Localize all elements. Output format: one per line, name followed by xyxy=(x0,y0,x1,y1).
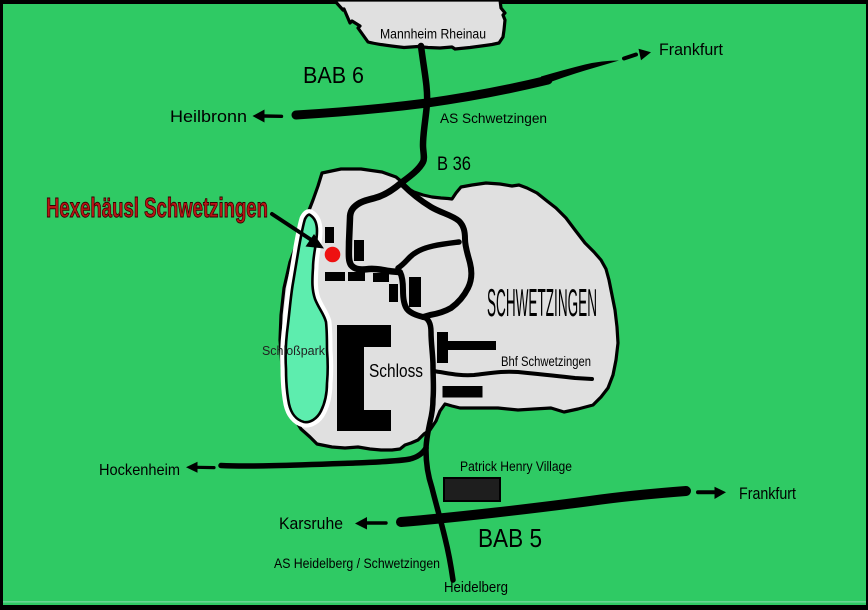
svg-text:BAB 6: BAB 6 xyxy=(303,62,364,88)
svg-text:Frankfurt: Frankfurt xyxy=(739,485,796,503)
svg-text:Karsruhe: Karsruhe xyxy=(279,515,343,533)
svg-text:SCHWETZINGEN: SCHWETZINGEN xyxy=(487,282,597,325)
svg-text:Mannheim Rheinau: Mannheim Rheinau xyxy=(380,26,486,42)
svg-text:Schloss: Schloss xyxy=(369,360,423,381)
svg-text:Patrick Henry Village: Patrick Henry Village xyxy=(460,459,572,474)
svg-text:Bhf Schwetzingen: Bhf Schwetzingen xyxy=(501,354,591,369)
svg-text:Heilbronn: Heilbronn xyxy=(170,107,247,126)
svg-text:Hockenheim: Hockenheim xyxy=(99,462,180,479)
svg-text:BAB 5: BAB 5 xyxy=(478,523,542,553)
svg-text:Heidelberg: Heidelberg xyxy=(444,580,508,596)
svg-text:AS Heidelberg / Schwetzingen: AS Heidelberg / Schwetzingen xyxy=(274,555,440,571)
svg-text:Hexehäusl Schwetzingen: Hexehäusl Schwetzingen xyxy=(46,192,268,223)
svg-text:Schloßpark: Schloßpark xyxy=(262,344,326,358)
svg-text:Frankfurt: Frankfurt xyxy=(659,40,723,59)
svg-text:AS Schwetzingen: AS Schwetzingen xyxy=(440,111,547,126)
svg-text:B 36: B 36 xyxy=(437,153,471,175)
